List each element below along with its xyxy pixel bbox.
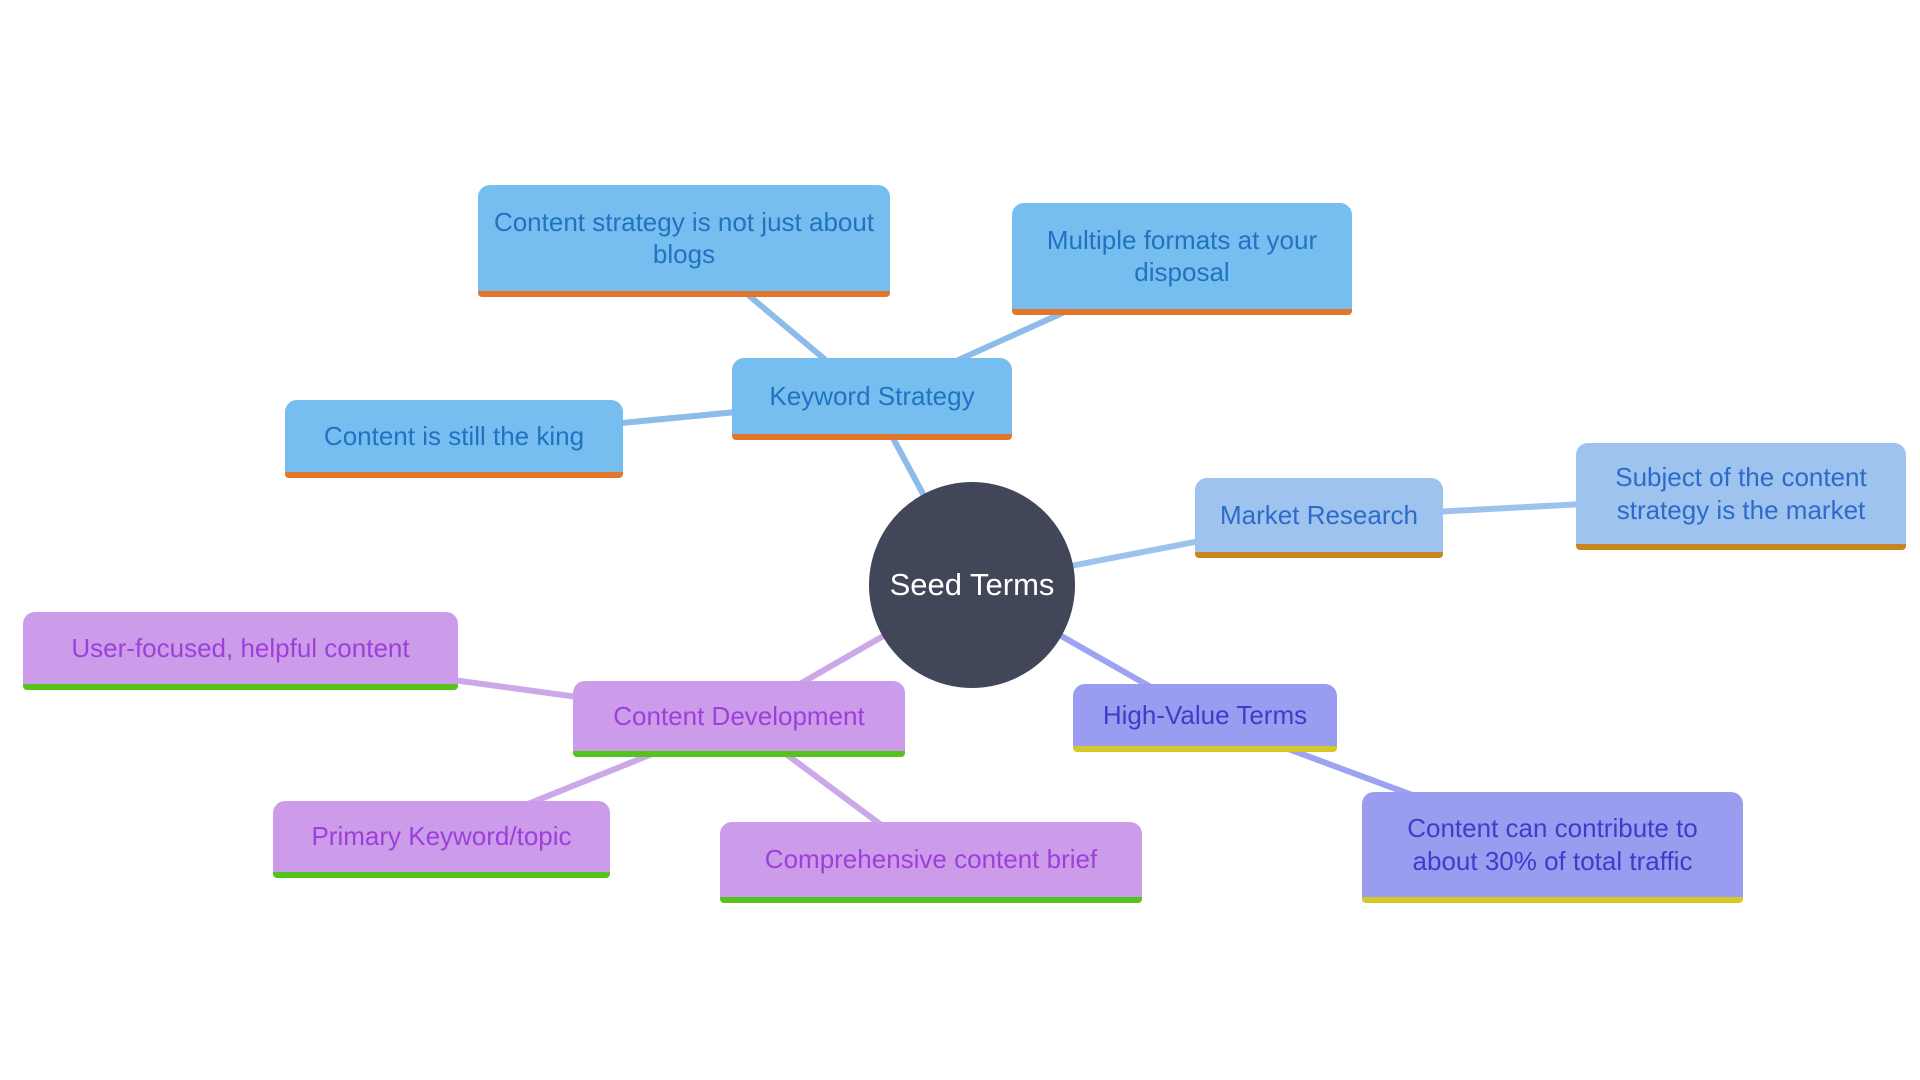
topic-node-content-strategy-blogs[interactable]: Content strategy is not just about blogs [478, 185, 890, 297]
branch-node-label: Keyword Strategy [769, 380, 975, 411]
topic-node-user-focused-content[interactable]: User-focused, helpful content [23, 612, 458, 690]
topic-node-label: Comprehensive content brief [764, 844, 1098, 875]
branch-node-market-research[interactable]: Market Research [1195, 478, 1443, 558]
topic-node-label: User-focused, helpful content [71, 632, 410, 663]
branch-node-label: High-Value Terms [1102, 699, 1308, 730]
topic-node-label: Multiple formats at your disposal [1046, 224, 1318, 288]
topic-node-content-is-king[interactable]: Content is still the king [285, 400, 623, 478]
topic-node-subject-of-content[interactable]: Subject of the content strategy is the m… [1576, 443, 1906, 550]
branch-node-label: Market Research [1220, 499, 1418, 530]
branch-node-content-development[interactable]: Content Development [573, 681, 905, 757]
branch-node-keyword-strategy[interactable]: Keyword Strategy [732, 358, 1012, 440]
topic-node-label: Subject of the content strategy is the m… [1615, 462, 1867, 525]
branch-node-label: Content Development [613, 700, 865, 731]
branch-node-high-value-terms[interactable]: High-Value Terms [1073, 684, 1337, 752]
topic-node-content-brief[interactable]: Comprehensive content brief [720, 822, 1142, 903]
topic-node-label: Content is still the king [323, 420, 585, 451]
topic-node-label: Primary Keyword/topic [311, 821, 572, 852]
topic-node-content-traffic-contribution[interactable]: Content can contribute to about 30% of t… [1362, 792, 1743, 903]
central-topic-node[interactable]: Seed Terms [869, 482, 1075, 688]
topic-node-label: Content can contribute to about 30% of t… [1407, 813, 1698, 876]
topic-node-primary-keyword[interactable]: Primary Keyword/topic [273, 801, 610, 878]
topic-node-label: Content strategy is not just about blogs [493, 206, 875, 270]
central-topic-label: Seed Terms [889, 567, 1055, 602]
topic-node-multiple-formats[interactable]: Multiple formats at your disposal [1012, 203, 1352, 315]
